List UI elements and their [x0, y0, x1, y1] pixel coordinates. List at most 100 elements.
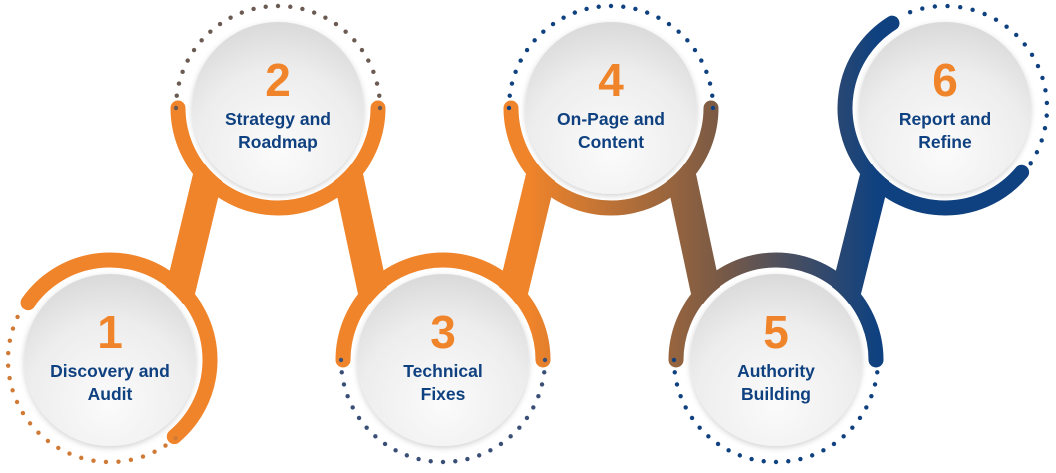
step-number: 1: [97, 306, 123, 358]
ring-dot: [476, 453, 482, 458]
ring-dot: [377, 93, 382, 98]
ring-dot: [199, 38, 204, 43]
ring-dot: [532, 38, 537, 43]
ring-dot: [798, 456, 803, 462]
connector-shapes: [20, 15, 1030, 445]
ring-dot: [513, 69, 518, 75]
ring-dot: [56, 445, 61, 451]
connector-bridge: [165, 163, 223, 305]
ring-dot: [116, 459, 121, 464]
ring-dot: [945, 3, 950, 9]
ring-dot: [1044, 113, 1049, 118]
ring-dot: [689, 415, 695, 421]
step-label: Strategy and Roadmap: [225, 108, 331, 154]
step-label-line: Strategy and: [225, 109, 331, 129]
step-label-line: Audit: [87, 384, 133, 404]
step-label-line: Building: [741, 384, 811, 404]
ring-dot: [103, 459, 109, 465]
ring-dot: [993, 17, 999, 22]
ring-dot: [27, 421, 33, 426]
ring-dot: [1044, 100, 1050, 106]
ring-dot: [428, 459, 433, 464]
ring-arc-5: [668, 252, 884, 368]
ring-dot: [737, 453, 743, 458]
step-label-line: Fixes: [420, 384, 466, 404]
ring-dot: [366, 58, 371, 63]
ring-dot: [36, 430, 41, 435]
ring-dot: [371, 69, 376, 75]
ring-dot: [10, 326, 16, 331]
ring-dot: [440, 459, 446, 465]
step-4: 4 On-Page and Content: [524, 21, 698, 195]
ring-dot: [1040, 75, 1045, 81]
ring-dot: [1028, 161, 1033, 166]
ring-dot: [1022, 42, 1027, 47]
ring-dot: [288, 4, 293, 9]
ring-dot: [982, 11, 987, 17]
ring-dot: [507, 93, 512, 98]
ring-dot: [300, 6, 305, 12]
ring-dot: [1029, 52, 1035, 58]
ring-dot: [831, 441, 837, 447]
ring-dot: [542, 370, 547, 375]
ring-dot: [176, 81, 182, 86]
ring-dot: [1014, 32, 1019, 38]
step-number: 4: [598, 54, 624, 106]
ring-dot: [676, 29, 681, 34]
connector-bridge: [333, 163, 388, 305]
ring-dot: [707, 81, 713, 86]
ring-dot: [174, 93, 179, 98]
ring-dot: [715, 441, 721, 447]
dotted-ring-1: [5, 314, 178, 465]
step-label-line: Roadmap: [238, 132, 318, 152]
ring-dot: [185, 58, 190, 63]
ring-dot: [809, 453, 815, 458]
ring-dot: [666, 21, 672, 27]
ring-dot: [773, 459, 779, 465]
ring-dot: [140, 454, 146, 459]
ring-dot: [251, 6, 256, 12]
ring-dot: [377, 105, 383, 111]
ring-dot: [517, 425, 522, 430]
ring-dot: [7, 338, 13, 343]
ring-dot: [875, 370, 880, 375]
ring-dot: [524, 415, 530, 421]
step-label: On-Page and Content: [557, 108, 665, 154]
ring-dot: [356, 415, 362, 421]
step-label: Report and Refine: [899, 108, 991, 154]
ring-dot: [749, 456, 754, 462]
ring-dot: [488, 448, 493, 453]
ring-dot: [561, 15, 566, 20]
ring-dot: [352, 38, 357, 43]
ring-dot: [1043, 88, 1048, 93]
ring-dot: [311, 10, 317, 15]
ring-dot: [404, 453, 410, 458]
dotted-rings: [5, 3, 1050, 465]
step-label-line: Content: [577, 132, 645, 152]
step-2: 2 Strategy and Roadmap: [191, 21, 365, 195]
ring-dot: [542, 357, 548, 363]
ring-dot: [128, 457, 134, 463]
ring-dot: [275, 3, 281, 9]
dotted-ring-4: [506, 3, 716, 111]
ring-dot: [786, 459, 791, 464]
ring-dot: [163, 443, 168, 448]
ring-dot: [382, 441, 388, 447]
ring-dot: [263, 4, 268, 9]
ring-dot: [869, 393, 874, 399]
ring-dot: [685, 38, 690, 43]
dotted-ring-2: [173, 3, 383, 111]
ring-dot: [7, 375, 12, 381]
ring-dot: [506, 105, 512, 111]
ring-dot: [958, 4, 963, 10]
ring-dot: [633, 6, 638, 12]
ring-dot: [621, 4, 626, 9]
ring-dot: [541, 29, 546, 34]
ring-dot: [364, 425, 369, 430]
ring-dot: [1035, 63, 1041, 69]
step-label: Authority Building: [737, 360, 815, 406]
ring-dot: [359, 47, 365, 53]
ring-dot: [524, 47, 530, 53]
ring-dot: [872, 382, 878, 387]
